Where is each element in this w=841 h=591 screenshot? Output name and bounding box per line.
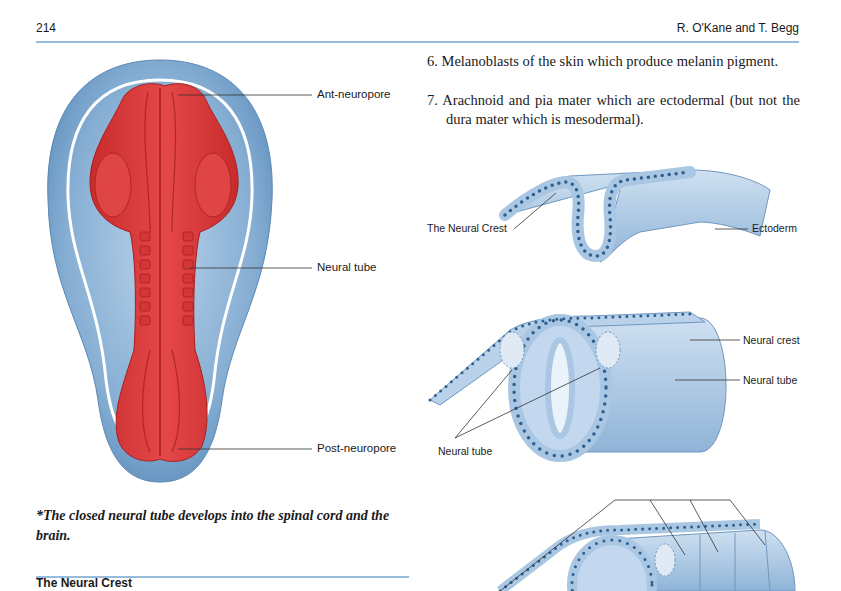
figure-caption: *The closed neural tube develops into th… (36, 506, 414, 546)
illustration-part (140, 260, 150, 269)
part-label: Neural tube (743, 374, 797, 386)
list-item: 6. Melanoblasts of the skin which produc… (427, 52, 800, 71)
illustration-part (700, 531, 770, 591)
neural-groove-figure (505, 170, 770, 262)
part-label: Ant-neuropore (317, 88, 391, 101)
illustration-part (183, 288, 193, 297)
illustration-part (572, 540, 652, 591)
illustration-part (505, 170, 770, 262)
illustration-part (596, 332, 620, 368)
running-head: R. O'Kane and T. Begg (677, 21, 799, 35)
illustration-part (140, 274, 150, 283)
illustration-part (455, 368, 600, 438)
illustration-part (140, 232, 193, 325)
illustration-part (548, 340, 572, 436)
illustration-part (178, 95, 312, 96)
illustration-part (514, 320, 606, 456)
section-heading: The Neural Crest (36, 576, 132, 590)
neural-tube-figure (430, 312, 740, 456)
header-rule (36, 41, 799, 42)
illustration-part (140, 246, 150, 255)
part-label: Neural tube (438, 445, 492, 457)
illustration-part (140, 316, 150, 325)
illustration-part (500, 332, 524, 368)
illustration-part (514, 193, 556, 229)
illustration-part (505, 172, 690, 256)
illustration-part (715, 229, 748, 230)
illustration-part (90, 84, 238, 462)
illustration-part (183, 232, 193, 241)
illustration-part (572, 540, 652, 591)
illustration-part (675, 380, 740, 381)
illustration-part (183, 302, 193, 311)
illustration-part (195, 153, 231, 217)
illustration-part (690, 500, 718, 552)
illustration-part (505, 172, 690, 256)
illustration-part (514, 320, 606, 456)
part-label: Neural crest (743, 334, 800, 346)
illustration-part (183, 316, 193, 325)
part-label: Neural tube (317, 261, 376, 274)
illustration-part (145, 92, 176, 232)
illustration-part (500, 500, 765, 591)
illustration-part (140, 232, 150, 241)
part-label: Ectoderm (752, 222, 797, 234)
illustration-part (48, 60, 273, 482)
illustration-part (183, 246, 193, 255)
neural-crest-migration-figure (500, 500, 795, 591)
part-label: Post-neuropore (317, 442, 396, 455)
part-label: The Neural Crest (427, 222, 507, 234)
illustration-part (178, 449, 312, 450)
illustration-part (650, 500, 685, 555)
illustration-part (655, 544, 675, 576)
page-number: 214 (36, 21, 56, 35)
illustration-part (690, 340, 740, 341)
illustration-part (190, 268, 312, 269)
illustration-part (140, 302, 150, 311)
illustration-part (143, 350, 180, 452)
illustration-part (95, 153, 131, 217)
embryo-figure (48, 60, 312, 482)
illustration-part (183, 274, 193, 283)
illustration-part (455, 370, 512, 438)
list-item: 7. Arachnoid and pia mater which are ect… (427, 91, 800, 129)
illustration-part (140, 288, 150, 297)
illustration-part (159, 88, 161, 456)
